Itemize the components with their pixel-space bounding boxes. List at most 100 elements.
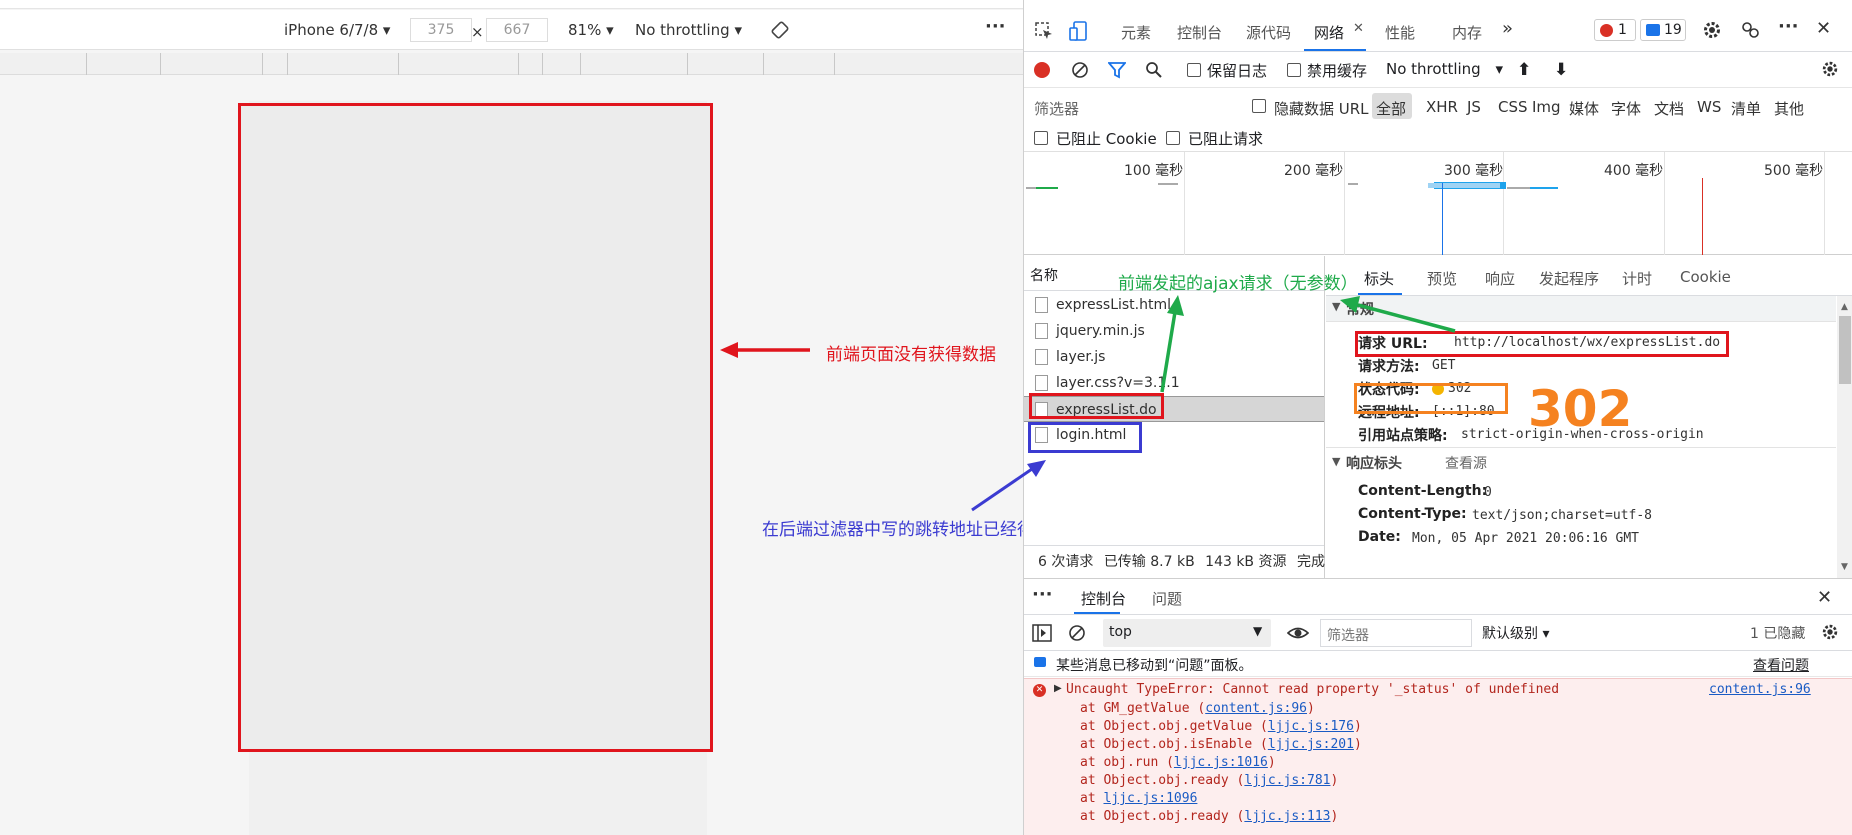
console-filter-input[interactable]: 筛选器 [1320,619,1472,647]
message-count-badge[interactable]: 19 [1640,19,1686,41]
detail-tab-cookie[interactable]: Cookie [1680,268,1731,286]
type-js[interactable]: JS [1467,98,1481,116]
network-throttling-select[interactable]: No throttling ▾ [1386,60,1504,78]
type-xhr[interactable]: XHR [1426,98,1458,116]
device-toggle-icon[interactable] [1068,20,1088,42]
type-media[interactable]: 媒体 [1569,100,1600,118]
blocked-requests-checkbox[interactable] [1166,131,1180,145]
stack-frame-link[interactable]: ljjc.js:201 [1267,737,1354,752]
error-source-link[interactable]: content.js:96 [1709,682,1811,697]
inspect-icon[interactable] [1034,21,1054,41]
height-input[interactable]: 667 [486,18,548,42]
request-row-login[interactable]: login.html [1024,422,1324,448]
rotate-icon[interactable] [771,21,789,39]
console-drawer: ··· 控制台 问题 ✕ top ▼ [1024,578,1852,835]
sidebar-toggle-icon[interactable] [1032,624,1052,642]
detail-tab-response[interactable]: 响应 [1485,270,1516,288]
detail-scrollbar-thumb[interactable] [1839,316,1851,384]
more-options-icon[interactable]: ··· [985,16,1006,37]
network-overview-timeline[interactable]: 100 毫秒 200 毫秒 300 毫秒 400 毫秒 500 毫秒 [1024,152,1852,255]
console-clear-icon[interactable] [1068,624,1086,642]
request-row-layer-js[interactable]: layer.js [1024,344,1324,370]
stack-frame-link[interactable]: ljjc.js:113 [1244,809,1331,824]
type-doc[interactable]: 文档 [1654,100,1685,118]
detail-scrollbar[interactable]: ▲ ▼ [1837,296,1852,578]
close-devtools-icon[interactable]: ✕ [1816,18,1832,39]
stack-frame-link[interactable]: ljjc.js:1016 [1173,755,1268,770]
general-section-header[interactable]: ▼ 常规 [1326,296,1836,322]
type-ws[interactable]: WS [1697,98,1722,116]
expand-error-icon[interactable]: ▶ [1054,683,1062,694]
preserve-log-checkbox[interactable] [1187,63,1201,77]
network-filter-input[interactable]: 筛选器 [1034,100,1080,118]
message-icon [1646,24,1660,36]
error-message-text: Uncaught TypeError: Cannot read property… [1066,682,1560,697]
type-all[interactable]: 全部 [1376,100,1407,118]
hide-data-urls-label: 隐藏数据 URL [1274,100,1369,118]
request-row-layer-css[interactable]: layer.css?v=3.1.1 [1024,370,1324,396]
tab-console[interactable]: 控制台 [1177,24,1223,42]
type-css[interactable]: CSS [1498,98,1528,116]
view-issues-link[interactable]: 查看问题 [1753,658,1809,674]
blocked-cookies-checkbox[interactable] [1034,131,1048,145]
devtools-more-icon[interactable]: ··· [1778,16,1799,37]
settings-gear-icon[interactable] [1702,20,1722,40]
tab-network[interactable]: 网络 [1314,24,1345,42]
stack-frame-link[interactable]: content.js:96 [1205,701,1307,716]
disable-cache-checkbox[interactable] [1287,63,1301,77]
active-tab-indicator [1304,49,1366,51]
tab-elements[interactable]: 元素 [1121,24,1152,42]
clear-icon[interactable] [1071,61,1089,79]
tab-memory[interactable]: 内存 [1452,24,1483,42]
stack-frame-link[interactable]: ljjc.js:176 [1267,719,1354,734]
detail-tab-initiator[interactable]: 发起程序 [1539,270,1600,288]
error-count: 1 [1618,22,1627,38]
type-other[interactable]: 其他 [1774,100,1805,118]
filter-icon[interactable] [1108,61,1126,79]
tab-sources[interactable]: 源代码 [1246,24,1292,42]
device-select[interactable]: iPhone 6/7/8 ▾ [284,21,391,39]
export-har-icon[interactable]: ⬇ [1554,60,1569,80]
more-tabs-icon[interactable]: » [1502,18,1514,39]
request-row-expresslist-html[interactable]: expressList.html [1024,292,1324,318]
detail-tab-timing[interactable]: 计时 [1622,270,1653,288]
drawer-tab-console[interactable]: 控制台 [1081,590,1127,608]
zoom-select[interactable]: 81% ▾ [568,21,614,39]
network-summary: 6 次请求 已传输 8.7 kB 143 kB 资源 完成 [1038,551,1325,571]
import-har-icon[interactable]: ⬆ [1517,60,1532,80]
detail-tab-headers[interactable]: 标头 [1364,270,1395,288]
name-column-header[interactable]: 名称 [1024,256,1324,291]
type-manifest[interactable]: 清单 [1731,100,1762,118]
log-level-select[interactable]: 默认级别 ▾ [1482,626,1550,642]
request-row-jquery[interactable]: jquery.min.js [1024,318,1324,344]
type-img[interactable]: Img [1532,98,1561,116]
stack-frame-link[interactable]: ljjc.js:1096 [1103,791,1198,806]
close-network-tab-icon[interactable]: ✕ [1353,21,1364,36]
drawer-tab-issues[interactable]: 问题 [1152,590,1183,608]
stack-frame-link[interactable]: ljjc.js:781 [1244,773,1331,788]
search-icon[interactable] [1145,61,1163,79]
hide-data-urls-checkbox[interactable] [1252,99,1266,113]
record-icon[interactable] [1034,62,1050,78]
live-expression-eye-icon[interactable] [1287,624,1309,642]
view-source-link[interactable]: 查看源 [1445,456,1487,472]
summary-resources: 143 kB 资源 [1205,554,1287,570]
tab-performance[interactable]: 性能 [1385,24,1416,42]
console-error-message[interactable]: ✕ ▶ Uncaught TypeError: Cannot read prop… [1024,678,1852,835]
network-settings-icon[interactable] [1821,60,1839,78]
error-count-badge[interactable]: 1 [1594,19,1636,41]
response-section-header[interactable]: ▼ 响应标头 查看源 [1332,455,1487,472]
console-settings-icon[interactable] [1821,623,1839,641]
close-drawer-icon[interactable]: ✕ [1817,587,1833,608]
context-select[interactable]: top ▼ [1103,619,1271,647]
detail-tab-preview[interactable]: 预览 [1427,270,1458,288]
annotation-request-box [1029,393,1164,419]
device-emulator: iPhone 6/7/8 ▾ 375 × 667 81% ▾ No thrott… [0,8,1238,752]
feedback-icon[interactable] [1740,20,1760,40]
type-font[interactable]: 字体 [1611,100,1642,118]
throttling-select[interactable]: No throttling ▾ [635,21,743,39]
preserve-log-label: 保留日志 [1207,62,1268,80]
network-throttling-value: No throttling [1386,60,1481,78]
drawer-menu-icon[interactable]: ··· [1032,584,1053,605]
width-input[interactable]: 375 [410,18,472,42]
